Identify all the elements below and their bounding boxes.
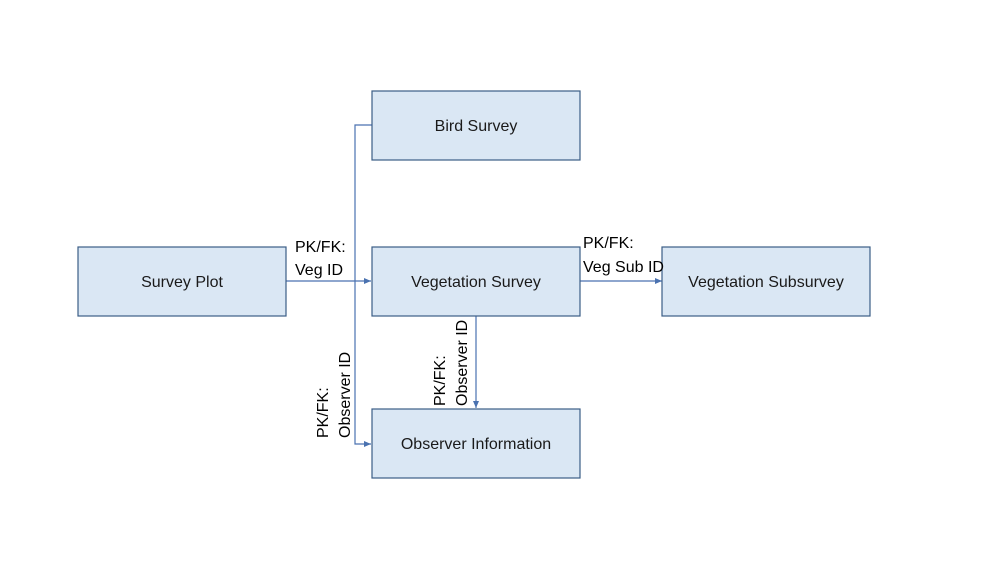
edge-label-vegetation-to-subsurvey-line1: PK/FK: (583, 235, 634, 252)
node-vegetation-subsurvey-label: Vegetation Subsurvey (688, 274, 844, 291)
edge-label-plot-to-vegetation-line2: Veg ID (295, 262, 343, 279)
node-vegetation-subsurvey[interactable]: Vegetation Subsurvey (661, 246, 871, 317)
edge-label-vegetation-to-subsurvey-line2: Veg Sub ID (583, 259, 664, 276)
edge-label-bird-to-observer-line2: Observer ID (337, 352, 354, 438)
edge-label-vegetation-to-observer-line2: Observer ID (454, 320, 471, 406)
edge-label-bird-to-observer: PK/FK: Observer ID (315, 352, 354, 438)
connectors (286, 124, 662, 447)
edge-label-plot-to-vegetation-line1: PK/FK: (295, 239, 346, 256)
node-observer-information[interactable]: Observer Information (371, 408, 581, 479)
node-observer-information-label: Observer Information (401, 436, 551, 453)
node-bird-survey-label: Bird Survey (435, 118, 518, 135)
edge-label-vegetation-to-observer-line1: PK/FK: (432, 355, 449, 406)
edge-label-vegetation-to-observer: PK/FK: Observer ID (432, 320, 471, 406)
edge-label-bird-to-observer-line1: PK/FK: (315, 387, 332, 438)
node-vegetation-survey[interactable]: Vegetation Survey (371, 246, 581, 317)
node-survey-plot[interactable]: Survey Plot (77, 246, 287, 317)
node-bird-survey[interactable]: Bird Survey (371, 90, 581, 161)
node-vegetation-survey-label: Vegetation Survey (411, 274, 541, 291)
edge-label-plot-to-vegetation: PK/FK: Veg ID (295, 239, 346, 279)
connector-bird-to-observer (354, 124, 372, 447)
node-survey-plot-label: Survey Plot (141, 274, 223, 291)
edge-label-vegetation-to-subsurvey: PK/FK: Veg Sub ID (583, 235, 664, 276)
